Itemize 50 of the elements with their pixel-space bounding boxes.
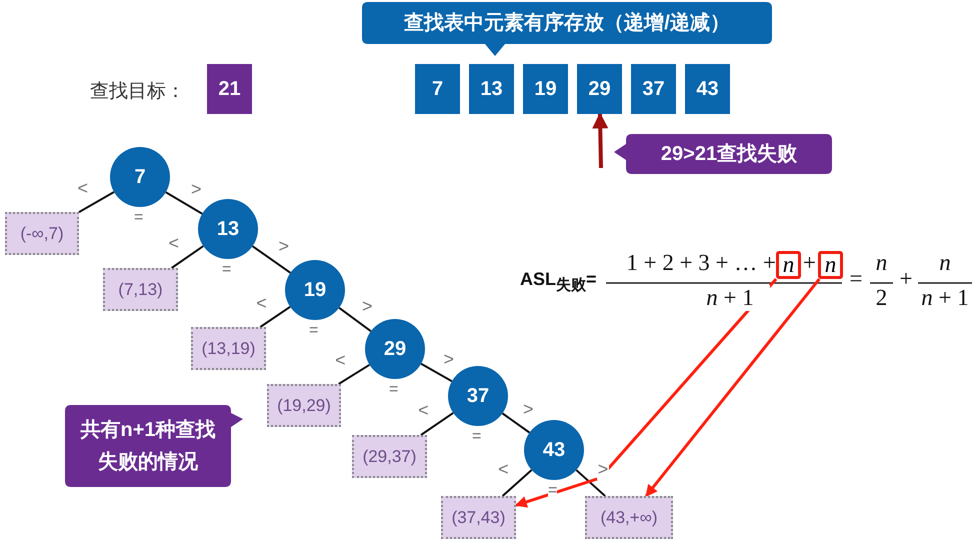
formula-term: 2 xyxy=(874,285,888,311)
tree-node-circle: 13 xyxy=(198,199,258,259)
callout-bubble: 共有n+1种查找失败的情况 xyxy=(65,405,243,487)
tree-node-circle: 43 xyxy=(524,420,584,480)
value-box: 7 xyxy=(415,64,460,114)
connector-line xyxy=(502,469,532,497)
connector-line xyxy=(260,306,291,328)
arrow xyxy=(592,112,608,168)
arrow xyxy=(644,278,820,497)
connector-line xyxy=(420,362,452,382)
value-box: 29 xyxy=(577,64,622,114)
failure-interval-box: (19,29) xyxy=(267,384,341,427)
callout-bubble: 29>21查找失败 xyxy=(614,134,832,174)
failure-interval-box: (13,19) xyxy=(191,327,266,370)
failure-interval-box: (29,37) xyxy=(352,435,427,478)
tree-node-circle: 7 xyxy=(110,147,170,207)
formula-term: 1 + 2 + 3 + … + xyxy=(625,250,776,276)
highlighted-term: n xyxy=(818,251,843,279)
connector-line xyxy=(576,469,606,497)
connector-line xyxy=(165,191,203,215)
connector-line xyxy=(78,191,114,214)
formula-term: = xyxy=(848,266,864,292)
value-box: 19 xyxy=(523,64,568,114)
value-box: 21 xyxy=(207,64,252,114)
failure-interval-box: (7,13) xyxy=(103,268,178,311)
failure-interval-box: (37,43) xyxy=(441,496,516,539)
formula-term: n xyxy=(938,250,952,276)
failure-interval-box: (43,+∞) xyxy=(585,496,673,539)
callout-bubble: 查找表中元素有序存放（递增/递减） xyxy=(362,2,772,56)
formula-term: + xyxy=(898,266,914,292)
highlighted-term: n xyxy=(776,251,801,279)
tree-node-circle: 37 xyxy=(448,366,508,426)
failure-interval-box: (-∞,7) xyxy=(5,212,79,255)
connector-line xyxy=(252,245,291,274)
value-box: 37 xyxy=(631,64,676,114)
tree-node-circle: 19 xyxy=(285,260,345,320)
value-box: 43 xyxy=(685,64,730,114)
connector-line xyxy=(502,412,530,434)
formula-term: n xyxy=(874,250,888,276)
tree-node-circle: 29 xyxy=(365,319,425,379)
connector-line xyxy=(338,364,370,385)
target-label: 查找目标： xyxy=(90,80,186,104)
connector-line xyxy=(420,412,454,436)
arrow xyxy=(514,278,778,508)
formula-term: + xyxy=(802,250,817,276)
connector-line xyxy=(171,245,204,269)
formula-term: ASL$_{失败}$= xyxy=(520,269,598,295)
value-box: 13 xyxy=(469,64,514,114)
formula-term: n + 1 xyxy=(920,285,970,311)
connector-line xyxy=(338,307,372,332)
